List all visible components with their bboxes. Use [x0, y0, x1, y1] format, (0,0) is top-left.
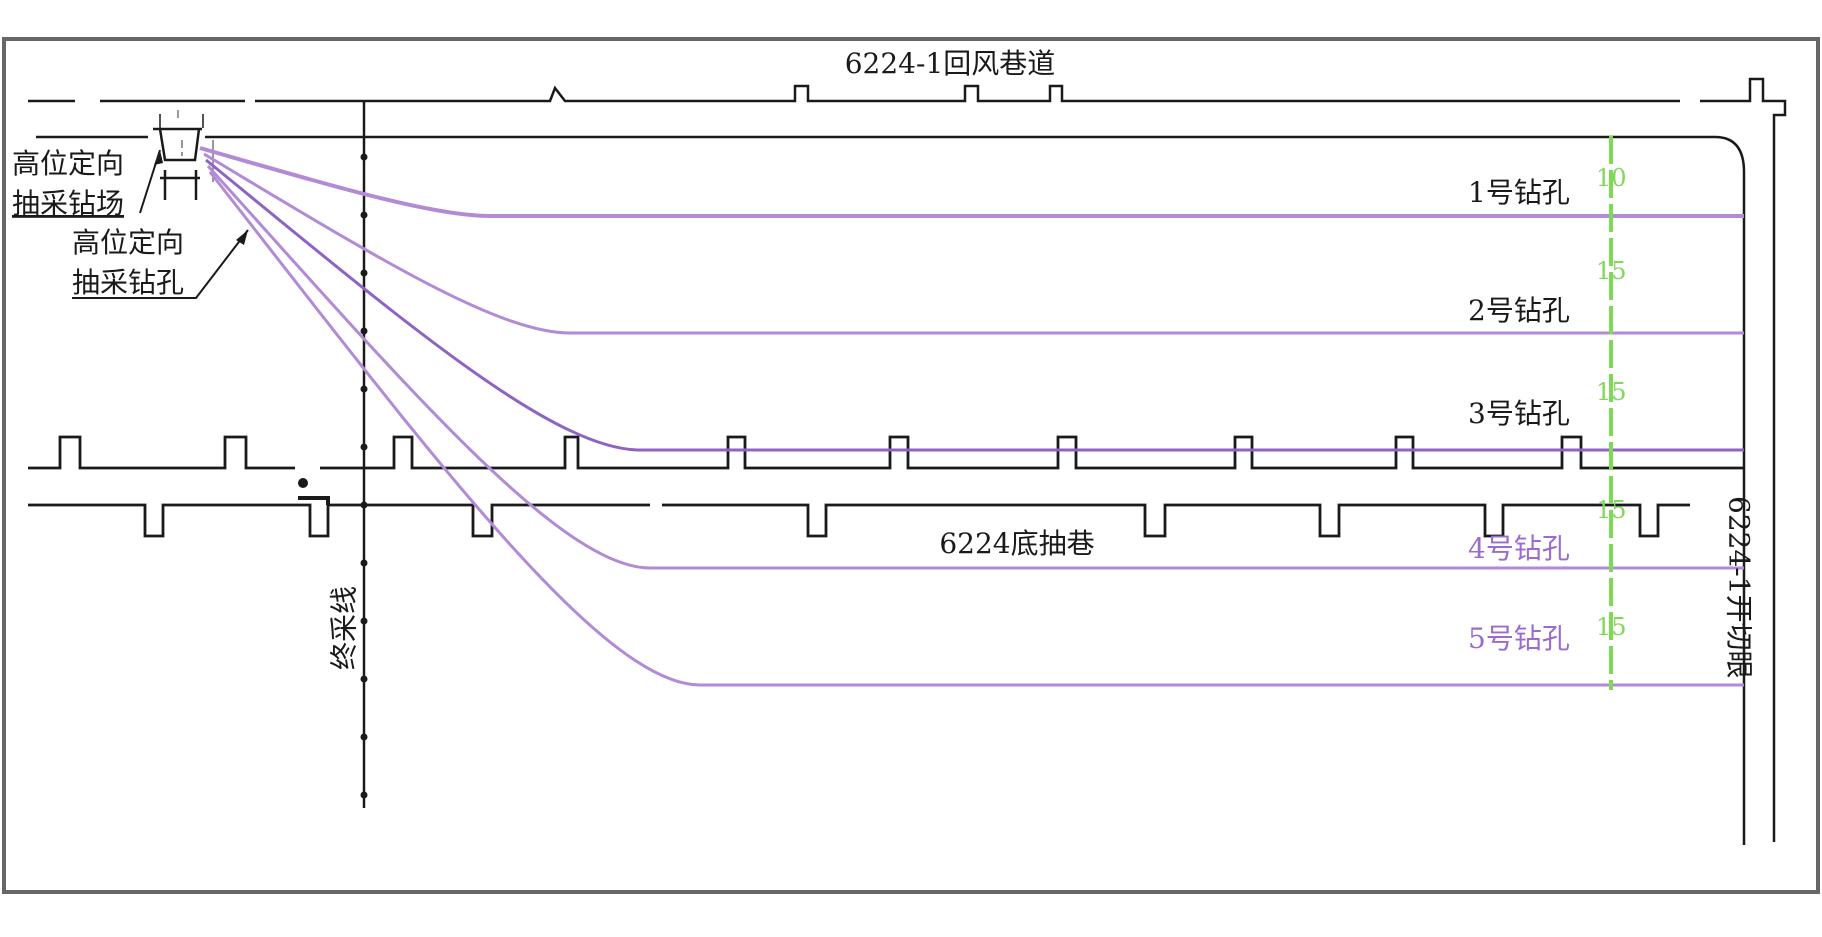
drill-site-marker — [153, 110, 214, 200]
mining-line-tick — [360, 617, 368, 625]
drill-site-label-line2: 抽采钻场 — [12, 187, 124, 220]
borehole-2-label: 2号钻孔 — [1468, 294, 1570, 327]
borehole-lines — [199, 146, 1744, 687]
bottom-drainage-roadway — [28, 435, 1744, 538]
mining-line-tick — [360, 211, 368, 219]
mining-line-tick — [360, 153, 368, 161]
mining-line-tick — [360, 327, 368, 335]
borehole-5-label: 5号钻孔 — [1468, 622, 1570, 655]
borehole-1-label: 1号钻孔 — [1468, 176, 1570, 209]
borehole-4-path — [206, 164, 1744, 570]
diagram-frame — [2, 37, 1820, 894]
borehole-4-label: 4号钻孔 — [1468, 532, 1570, 565]
drill-site-label-line1: 高位定向 — [12, 147, 124, 180]
mining-line-tick — [360, 733, 368, 741]
mining-line-tick — [360, 443, 368, 451]
spacing-label-3: 15 — [1596, 378, 1627, 406]
borehole-2-path — [203, 152, 1744, 335]
mining-line-tick — [360, 269, 368, 277]
spacing-label-5: 15 — [1596, 613, 1627, 641]
spacing-label-2: 15 — [1596, 257, 1627, 285]
mining-line-tick — [360, 791, 368, 799]
return-airway — [28, 77, 1787, 845]
spacing-label-1: 10 — [1596, 164, 1627, 192]
borehole-3-path — [205, 158, 1744, 452]
boreholes-label-line2: 抽采钻孔 — [72, 266, 184, 299]
mining-line-tick — [360, 559, 368, 567]
mining-line-tick — [360, 675, 368, 683]
return-airway-label: 6224-1回风巷道 — [845, 47, 1056, 80]
boreholes-label-line1: 高位定向 — [72, 226, 184, 259]
open-cut-label: 6224-1开切眼 — [1723, 496, 1756, 679]
boreholes-arrowhead — [236, 230, 248, 245]
borehole-1-path — [199, 146, 1744, 218]
boreholes-leader-line — [72, 229, 249, 299]
bottom-roadway-label: 6224底抽巷 — [939, 527, 1094, 560]
mining-line-tick — [360, 385, 368, 393]
final-mining-line-label: 终采线 — [328, 586, 361, 670]
drill-site-arrowhead — [154, 150, 163, 165]
spacing-label-4: 15 — [1596, 496, 1627, 524]
borehole-5-path — [208, 171, 1744, 687]
borehole-3-label: 3号钻孔 — [1468, 397, 1570, 430]
final-mining-line — [360, 100, 368, 808]
